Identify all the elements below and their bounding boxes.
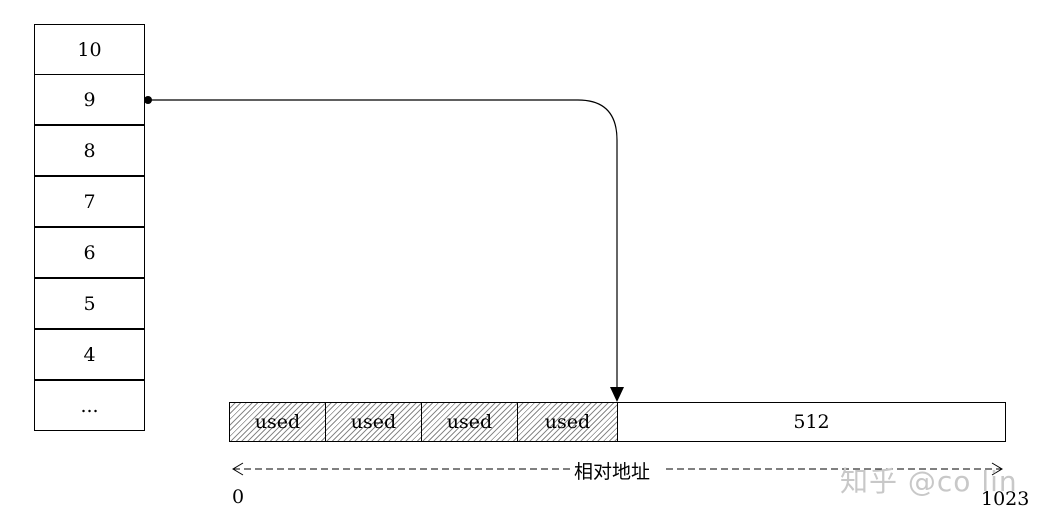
used-block: used <box>517 402 618 442</box>
used-label: used <box>544 411 591 433</box>
stack-cell: ... <box>34 380 145 431</box>
used-block: used <box>229 402 326 442</box>
stack-cell: 8 <box>34 125 145 176</box>
address-start-label: 0 <box>232 486 245 508</box>
used-label: used <box>446 411 493 433</box>
stack-cell: 9 <box>34 74 145 125</box>
free-label: 512 <box>793 411 830 433</box>
used-block: used <box>325 402 422 442</box>
stack-cell: 10 <box>34 24 145 75</box>
pointer-line <box>148 99 618 388</box>
address-end-label: 1023 <box>981 488 1030 510</box>
watermark: 知乎 @co lin <box>840 465 1018 498</box>
used-block: used <box>421 402 518 442</box>
pointer-origin-dot <box>144 96 152 104</box>
axis-arrow-left <box>232 462 244 476</box>
used-label: used <box>350 411 397 433</box>
stack-cell: 5 <box>34 278 145 329</box>
used-label: used <box>254 411 301 433</box>
stack-cell: 4 <box>34 329 145 380</box>
free-block: 512 <box>617 402 1006 442</box>
address-axis-label: 相对地址 <box>574 461 651 483</box>
stack-cell: 7 <box>34 176 145 227</box>
stack-cell: 6 <box>34 227 145 278</box>
pointer-arrowhead <box>610 387 624 402</box>
